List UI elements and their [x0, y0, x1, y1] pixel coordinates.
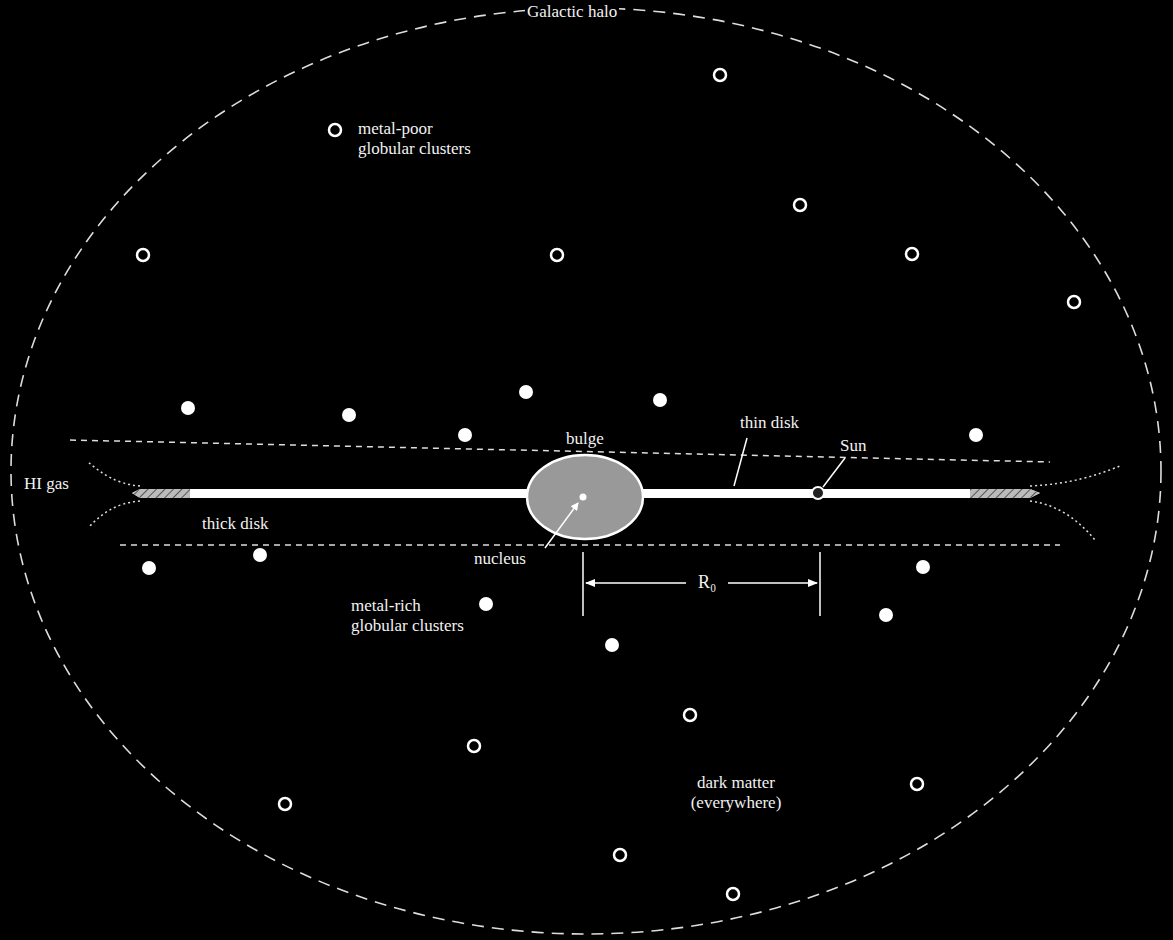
dimension-tick: [582, 552, 584, 616]
hi-gas-flare: [1030, 501, 1095, 540]
nucleus-leader: [545, 503, 578, 548]
metal-rich-cluster: [519, 385, 533, 399]
disk-label: thin disk: [738, 413, 801, 433]
metal-rich-cluster: [916, 560, 930, 574]
galactic-bulge-outline: [525, 453, 645, 541]
metal-poor-cluster: [551, 249, 563, 261]
metal-rich-cluster: [142, 561, 156, 575]
bulge-shape: [527, 455, 643, 539]
metal-rich-cluster: [181, 401, 195, 415]
disk-edge-hatch: [970, 489, 1040, 498]
halo-boundary: [11, 8, 1161, 934]
hi-gas-flare: [88, 462, 140, 486]
sun-leader: [823, 458, 845, 487]
nucleus-dot: [580, 494, 587, 501]
metal-rich-cluster: [605, 638, 619, 652]
metal-rich-cluster: [653, 393, 667, 407]
metal-poor-cluster: [329, 124, 341, 136]
sun-marker: [812, 487, 824, 499]
galactic-bulge: bulge: [525, 453, 645, 541]
dimension-arrow: [586, 582, 686, 584]
disk-edge-hatch: [132, 489, 190, 498]
metal-poor-cluster: [614, 849, 626, 861]
disk-cluster-label: metal-rich globular clusters: [349, 596, 477, 636]
halo-title: Galactic halo: [525, 2, 619, 22]
metal-poor-cluster: [727, 888, 739, 900]
gas-label: HI gas: [22, 474, 71, 494]
dimension-tick: [819, 552, 821, 616]
metal-poor-cluster: [911, 778, 923, 790]
bulge-label: bulge: [564, 429, 606, 449]
dark-matter-label: dark matter (everywhere): [678, 773, 794, 813]
sun-label: Sun: [838, 436, 868, 456]
metal-rich-cluster: [969, 428, 983, 442]
disk-label: thick disk: [200, 514, 271, 534]
metal-poor-cluster: [137, 249, 149, 261]
dimension-label: R₀: [696, 572, 718, 592]
metal-poor-cluster: [279, 798, 291, 810]
hi-gas-flare: [88, 501, 140, 528]
metal-rich-cluster: [458, 428, 472, 442]
metal-rich-cluster: [879, 608, 893, 622]
metal-poor-cluster: [468, 740, 480, 752]
metal-poor-cluster: [906, 248, 918, 260]
thick-disk-outline: [120, 544, 1060, 546]
metal-poor-cluster: [684, 709, 696, 721]
metal-poor-cluster: [794, 199, 806, 211]
hi-gas-flare: [1030, 466, 1120, 486]
metal-rich-cluster: [342, 408, 356, 422]
metal-rich-cluster: [253, 548, 267, 562]
metal-rich-cluster: [479, 597, 493, 611]
thin-disk-leader: [734, 438, 747, 486]
halo-cluster-label: metal-poor globular clusters: [356, 119, 484, 159]
dimension-arrow: [728, 582, 817, 584]
nucleus-label: nucleus: [472, 549, 528, 569]
metal-poor-cluster: [1068, 296, 1080, 308]
metal-poor-cluster: [714, 69, 726, 81]
